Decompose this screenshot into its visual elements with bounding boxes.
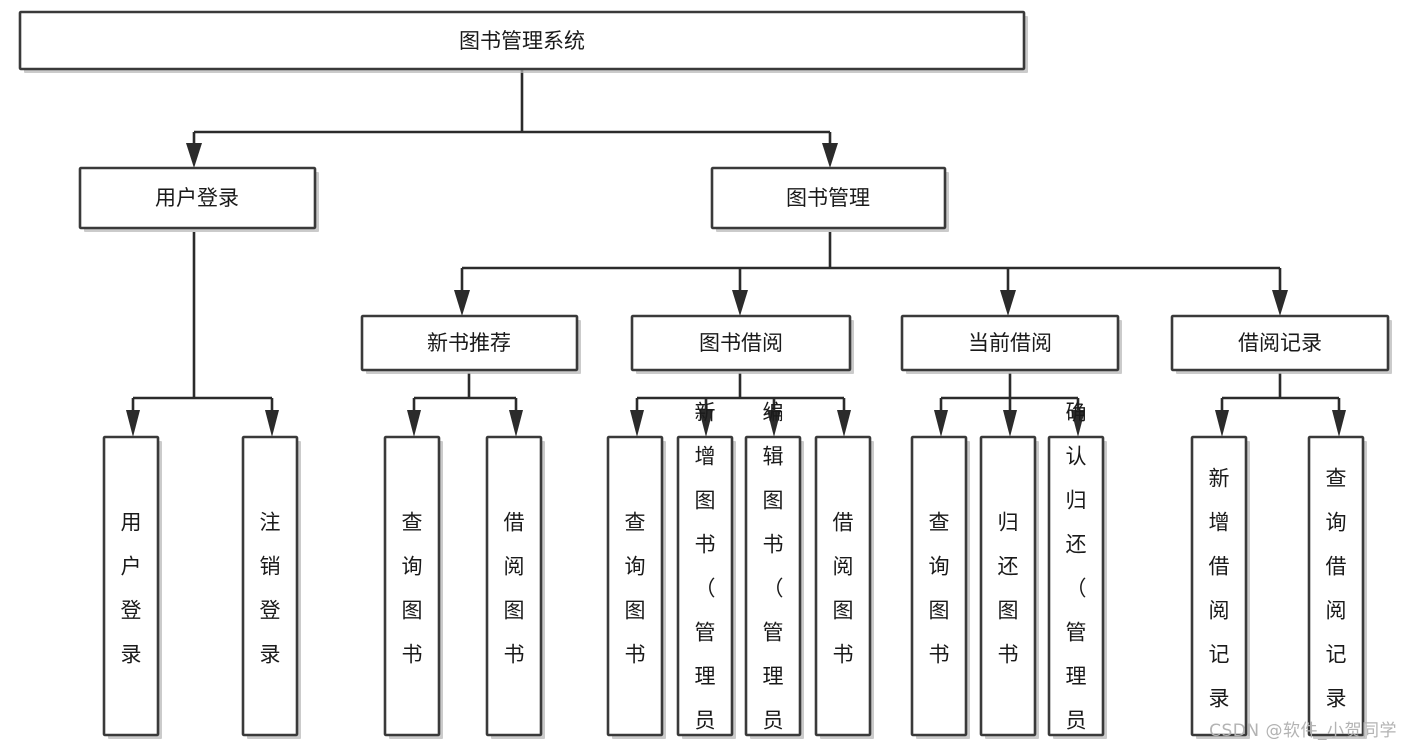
arrowhead-newbook	[454, 290, 470, 316]
arrowhead-borrow	[732, 290, 748, 316]
leaf-13-label: 查询借阅记录	[1326, 467, 1347, 711]
leaf-3-label: 查询图书	[402, 511, 423, 667]
node-newbook[interactable]: 新书推荐	[360, 314, 581, 374]
leaf-13-box	[1307, 435, 1365, 737]
node-record-box	[1170, 314, 1390, 372]
leaf-3-box	[383, 435, 441, 737]
arrowhead-leaf-10	[1003, 410, 1017, 437]
arrowhead-leaf-13	[1332, 410, 1346, 437]
node-bookmgmt-label: 图书管理	[786, 186, 870, 210]
leaf-7-box	[744, 435, 802, 737]
leaf-9-box	[910, 435, 968, 737]
node-borrow[interactable]: 图书借阅	[630, 314, 854, 374]
leaf-4-box	[485, 435, 543, 737]
connectors	[126, 70, 1346, 437]
leaf-9[interactable]: 查询图书	[910, 435, 970, 739]
node-login-box	[78, 166, 317, 230]
leaf-1-label: 用户登录	[121, 511, 142, 667]
leaf-1[interactable]: 用户登录	[102, 435, 162, 739]
leaf-7[interactable]: 编辑图书（管理员）	[744, 401, 804, 747]
arrowhead-leaf-2	[265, 410, 279, 437]
arrowhead-record	[1272, 290, 1288, 316]
node-login[interactable]: 用户登录	[78, 166, 319, 232]
leaf-5-label: 查询图书	[625, 511, 646, 667]
leaf-1-box	[102, 435, 160, 737]
leaf-12-box	[1190, 435, 1248, 737]
leaf-8[interactable]: 借阅图书	[814, 435, 874, 739]
arrowhead-leaf-4	[509, 410, 523, 437]
arrowhead-leaf-1	[126, 410, 140, 437]
leaf-11[interactable]: 确认归还（管理员）	[1047, 401, 1107, 747]
leaf-11-box	[1047, 435, 1105, 737]
leaf-2-box	[241, 435, 299, 737]
leaf-10-box	[979, 435, 1037, 737]
node-current-label: 当前借阅	[968, 331, 1052, 355]
leaf-6-box	[676, 435, 734, 737]
arrowhead-leaf-11	[1071, 410, 1085, 437]
leaf-6-label: 新增图书（管理员）	[695, 401, 716, 747]
leaf-4-label: 借阅图书	[504, 511, 525, 667]
node-bookmgmt-box	[710, 166, 947, 230]
arrowhead-leaf-5	[630, 410, 644, 437]
leaf-2-label: 注销登录	[260, 511, 281, 667]
leaf-2[interactable]: 注销登录	[241, 435, 301, 739]
leaf-13[interactable]: 查询借阅记录	[1307, 435, 1367, 739]
node-root-box	[18, 10, 1026, 71]
arrowhead-login	[186, 143, 202, 168]
leaf-10[interactable]: 归还图书	[979, 435, 1039, 739]
node-record[interactable]: 借阅记录	[1170, 314, 1392, 374]
node-bookmgmt[interactable]: 图书管理	[710, 166, 949, 232]
arrowhead-current	[1000, 290, 1016, 316]
arrowhead-leaf-12	[1215, 410, 1229, 437]
leaf-10-label: 归还图书	[998, 511, 1019, 667]
node-root[interactable]: 图书管理系统	[18, 10, 1028, 73]
node-newbook-box	[360, 314, 579, 372]
arrowhead-leaf-7	[767, 410, 781, 437]
leaf-5-box	[606, 435, 664, 737]
leaf-7-label: 编辑图书（管理员）	[763, 401, 784, 747]
leaf-12[interactable]: 新增借阅记录	[1190, 435, 1250, 739]
leaf-12-label: 新增借阅记录	[1209, 467, 1230, 711]
node-current-box	[900, 314, 1120, 372]
arrowhead-bookmgmt	[822, 143, 838, 168]
arrowhead-leaf-6	[699, 410, 713, 437]
node-borrow-label: 图书借阅	[699, 331, 783, 355]
leaf-5[interactable]: 查询图书	[606, 435, 666, 739]
node-newbook-label: 新书推荐	[427, 331, 511, 355]
node-record-label: 借阅记录	[1238, 331, 1322, 355]
node-root-label: 图书管理系统	[459, 29, 585, 53]
arrowhead-leaf-3	[407, 410, 421, 437]
leaf-8-box	[814, 435, 872, 737]
leaf-9-label: 查询图书	[929, 511, 950, 667]
leaf-6[interactable]: 新增图书（管理员）	[676, 401, 736, 747]
leaf-4[interactable]: 借阅图书	[485, 435, 545, 739]
leaf-11-label: 确认归还（管理员）	[1066, 401, 1087, 747]
node-current[interactable]: 当前借阅	[900, 314, 1122, 374]
arrowhead-leaf-9	[934, 410, 948, 437]
arrowhead-leaf-8	[837, 410, 851, 437]
node-borrow-box	[630, 314, 852, 372]
node-login-label: 用户登录	[155, 186, 239, 210]
leaf-8-label: 借阅图书	[833, 511, 854, 667]
leaf-3[interactable]: 查询图书	[383, 435, 443, 739]
